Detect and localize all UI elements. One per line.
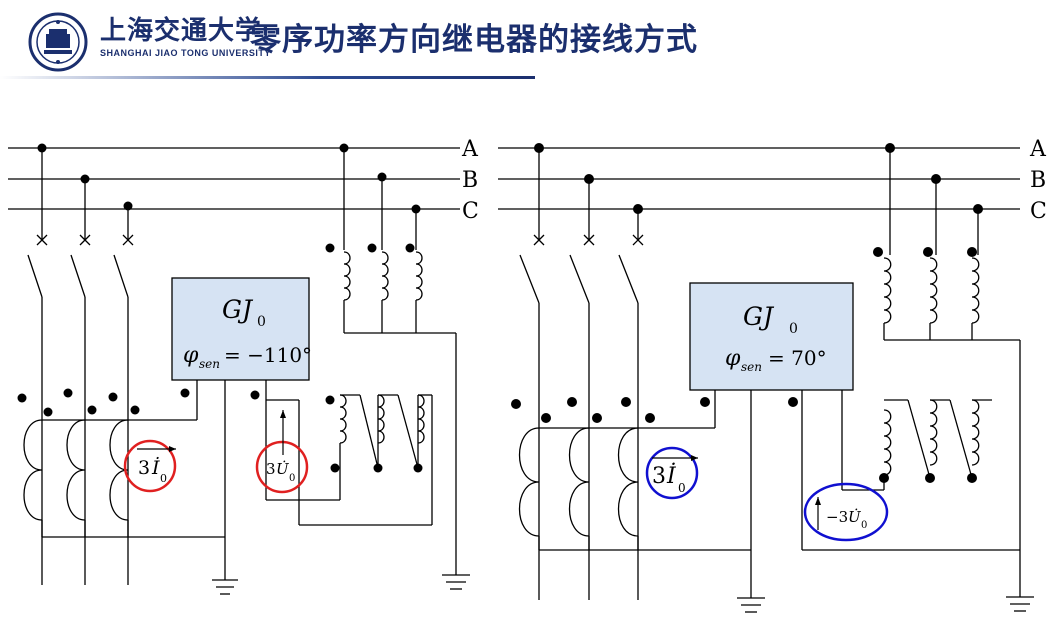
right-phase-c: C [1030,199,1047,224]
left-voltage-coef: 3 [266,460,276,478]
header: 上海交通大学 SHANGHAI JIAO TONG UNIVERSITY 零序功… [0,0,1053,80]
junction-dots [17,143,983,483]
left-relay-name: GJ [222,295,254,324]
left-current-sub: 0 [160,472,167,485]
right-current-sub: 0 [678,481,686,495]
sjtu-seal-icon [28,12,88,72]
page-title: 零序功率方向继电器的接线方式 [250,22,698,58]
right-relay-sub: 0 [789,321,798,337]
title-underline [0,76,535,79]
right-voltage-marker: −3 U̇ 0 [803,482,889,542]
left-relay-sub: 0 [257,314,266,330]
right-voltage-symbol: U̇ [848,508,862,526]
right-relay-name: GJ [743,302,775,331]
right-angle: = 70° [768,346,827,370]
right-circuit [498,147,1034,613]
right-relay-box: GJ 0 φ sen = 70° [689,282,854,391]
left-phase-a: A [461,137,479,162]
right-phase-b: B [1030,168,1046,193]
left-phi-symbol: φ [183,343,199,368]
left-phase-c: C [462,199,479,224]
left-voltage-marker: 3 U̇ 0 [255,410,309,494]
left-relay-box: GJ 0 φ sen = −110° [171,277,312,381]
right-phase-a: A [1029,137,1047,162]
university-name-cn: 上海交通大学 [100,16,263,46]
left-voltage-sub: 0 [289,473,295,484]
left-voltage-symbol: U̇ [276,460,290,478]
right-phi-sub: sen [741,360,762,374]
left-circuit [8,147,470,595]
left-phase-b: B [462,168,478,193]
right-current-marker: 3 İ 0 [645,446,699,500]
right-phi-symbol: φ [725,346,741,371]
right-current-coef: 3 [652,464,666,489]
university-name-en: SHANGHAI JIAO TONG UNIVERSITY [100,48,271,58]
left-current-coef: 3 [138,457,150,479]
left-angle: = −110° [224,343,312,367]
right-current-symbol: İ [666,462,677,489]
left-phi-sub: sen [199,357,220,371]
right-voltage-coef: −3 [826,508,848,526]
left-current-marker: 3 İ 0 [123,439,177,493]
right-voltage-sub: 0 [861,520,867,531]
left-current-symbol: İ [151,456,160,479]
